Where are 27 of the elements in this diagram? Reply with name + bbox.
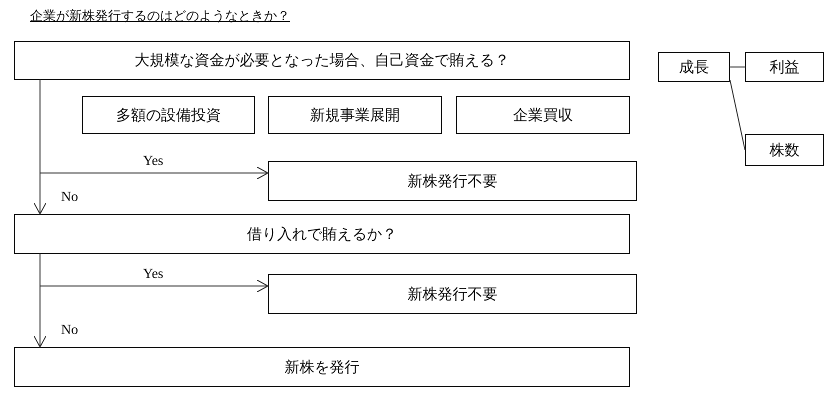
box-text: 多額の設備投資 <box>116 106 221 124</box>
box-text: 借り入れで賄えるか？ <box>247 224 397 244</box>
process-box <box>82 96 255 134</box>
box-text: 新株を発行 <box>284 358 360 376</box>
process-box <box>14 41 630 80</box>
process-box <box>268 274 637 314</box>
connector-line <box>730 66 746 68</box>
process-box <box>14 214 630 254</box>
box-text: 株数 <box>770 140 800 160</box>
process-box <box>745 134 824 166</box>
process-box <box>456 96 630 134</box>
box-text: 成長 <box>679 58 709 76</box>
connector-line <box>730 80 746 150</box>
box-text: 利益 <box>770 58 800 76</box>
box-text: 新株発行不要 <box>408 172 498 190</box>
diagram-title: 企業が新株発行するのはどのようなときか？ <box>30 8 290 25</box>
box-text: 大規模な資金が必要となった場合、自己資金で賄える？ <box>134 51 510 70</box>
process-box <box>268 161 637 201</box>
process-box <box>268 96 442 134</box>
process-box <box>658 52 730 82</box>
box-text: 新規事業展開 <box>310 106 400 124</box>
box-text: 企業買収 <box>513 106 573 124</box>
arrow <box>34 254 46 348</box>
process-box <box>745 52 824 82</box>
box-text: 新株発行不要 <box>408 284 498 304</box>
process-box <box>14 347 630 387</box>
arrow <box>34 80 46 214</box>
